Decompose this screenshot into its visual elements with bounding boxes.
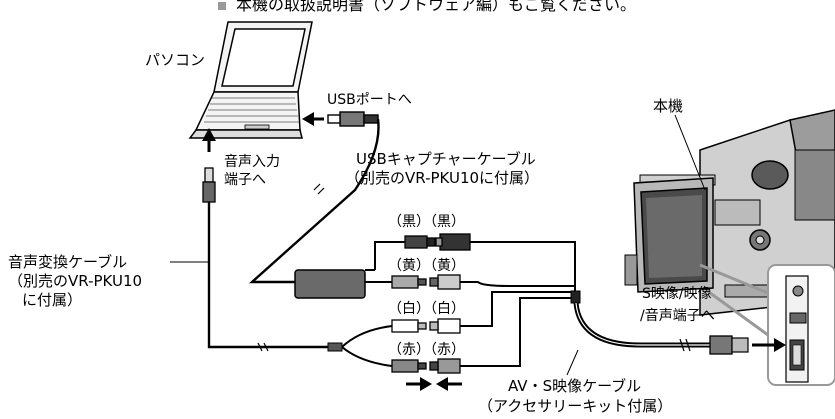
white-connectors (391, 291, 575, 334)
header-note: 本機の取扱説明書（ソフトウェア編）もご覧ください。 (218, 0, 636, 15)
bullet-square-icon (218, 1, 226, 10)
pc-label: パソコン (145, 51, 206, 69)
usb-plug (327, 111, 379, 127)
audio-split-lines (341, 325, 393, 367)
usb-cable-break (313, 183, 325, 195)
audio-conv-label-1: 音声変換ケーブル (8, 253, 128, 271)
black-connectors (365, 233, 576, 295)
audio-cable-line (207, 202, 328, 349)
audio-in-label-1: 音声入力 (224, 154, 280, 170)
usb-cable-label-2: （別売のVR-PKU10に付属） (345, 169, 540, 187)
usb-port-label: USBポートへ (327, 92, 412, 108)
yellow-label: （黄）（黄） (388, 258, 465, 274)
terminal-detail (767, 264, 835, 386)
av-cable-bundle (570, 290, 749, 355)
audio-jack (202, 167, 216, 203)
audio-conv-label-2: （別売のVR-PKU10 (8, 272, 143, 290)
red-label: （赤）（赤） (388, 342, 465, 358)
red-connectors (391, 297, 575, 374)
usb-cable-label-1: USBキャプチャーケーブル (356, 150, 536, 168)
audio-in-label-2: 端子へ (224, 172, 266, 188)
camera-label: 本機 (653, 97, 684, 115)
terminal-arrow (752, 338, 786, 352)
audio-cable-break (257, 342, 269, 352)
usb-cable-line (248, 118, 380, 284)
av-cable-label-2: （アクセサリーキット付属） (478, 397, 673, 415)
s-video-label-1: S映像/映像 (642, 286, 712, 302)
av-cable-label-1: AV・S映像ケーブル (508, 377, 642, 395)
laptop-illustration (188, 21, 313, 139)
header-note-text: 本機の取扱説明書（ソフトウェア編）もご覧ください。 (236, 0, 637, 14)
terminal-callout-lines (699, 263, 781, 337)
white-label: （白）（白） (388, 301, 465, 317)
insert-arrows (406, 377, 462, 391)
audio-splitter (327, 342, 343, 352)
leader-lines (170, 114, 706, 376)
capture-box (294, 269, 366, 299)
audio-conv-label-3: に付属） (22, 291, 83, 309)
usb-arrow (302, 112, 324, 126)
audio-up-arrow (202, 128, 216, 152)
yellow-connectors (365, 274, 575, 290)
black-label: （黒）（黒） (388, 214, 465, 230)
s-video-label-2: /音声端子へ (640, 308, 715, 324)
